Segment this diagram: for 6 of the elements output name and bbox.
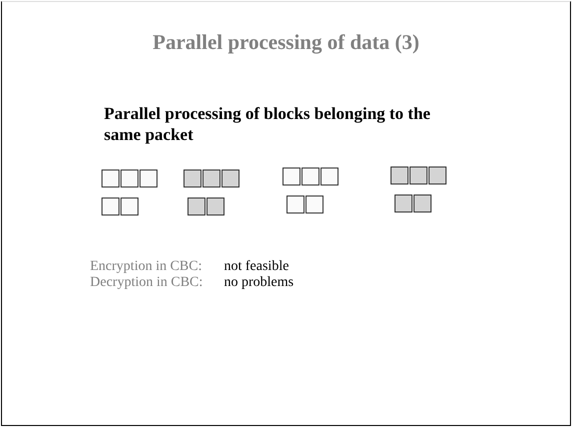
status-text: not feasible: [224, 259, 289, 275]
slide-title: Parallel processing of data (3): [152, 30, 420, 55]
mode-label: Decryption in CBC:: [90, 275, 203, 291]
mode-label: Encryption in CBC:: [90, 259, 202, 275]
slide-subtitle: Parallel processing of blocks belonging to the same packet: [104, 103, 432, 145]
status-text: no problems: [224, 275, 294, 291]
